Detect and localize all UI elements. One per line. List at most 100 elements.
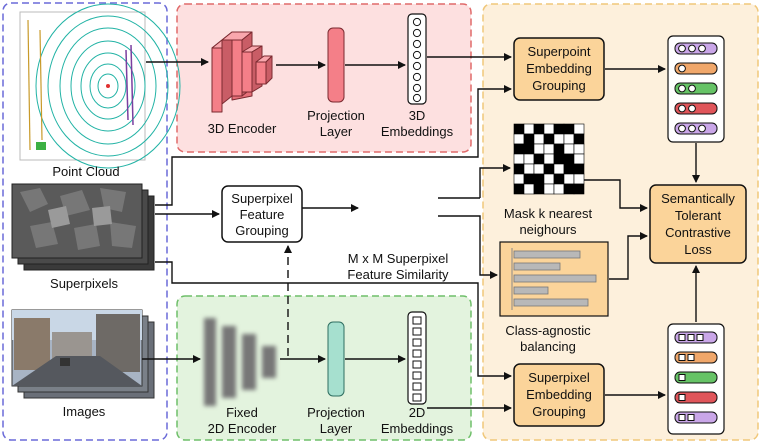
- 3d-projection-layer: [327, 27, 345, 103]
- images-label: Images: [63, 404, 106, 419]
- mask-cell: [553, 143, 565, 155]
- mask-label-line1: Mask k nearest: [504, 206, 593, 221]
- loss-line1: Semantically: [661, 191, 735, 206]
- point-cloud-label: Point Cloud: [52, 164, 119, 179]
- superpixels-label: Superpixels: [50, 276, 118, 291]
- 3d-embeddings-label-line1: 3D: [409, 108, 426, 123]
- mask-cell: [533, 153, 545, 165]
- superpixel-feature-grouping-line2: Feature: [240, 207, 285, 222]
- mask-cell: [523, 153, 535, 165]
- superpoint-embedding-grouping-box: [513, 37, 605, 101]
- mask-cell: [533, 143, 545, 155]
- 2d-branch-panel: [176, 295, 472, 441]
- superpixel-feature-grouping-line3: Grouping: [235, 223, 288, 238]
- mask-cell: [523, 143, 535, 155]
- 2d-embeddings-label-line2: Embeddings: [381, 421, 454, 436]
- mask-cell: [563, 153, 575, 165]
- mask-cell: [513, 173, 525, 185]
- 3d-encoder-icon: [211, 31, 273, 113]
- 3d-embeddings-label-line2: Embeddings: [381, 124, 454, 139]
- superpixel-emb-grouping-line2: Embedding: [526, 387, 592, 402]
- mask-cell: [563, 163, 575, 175]
- 2d-projection-layer: [327, 321, 345, 397]
- mask-cell: [533, 173, 545, 185]
- 2d-encoder-icon: [204, 318, 276, 406]
- loss-line3: Contrastive: [665, 225, 731, 240]
- superpixel-emb-grouping-line3: Grouping: [532, 404, 585, 419]
- 3d-encoder-label: 3D Encoder: [208, 121, 277, 136]
- mask-cell: [553, 173, 565, 185]
- mask-cell: [513, 153, 525, 165]
- mask-cell: [533, 183, 545, 195]
- superpoint-embeddings-card: [667, 35, 725, 143]
- superpixel-emb-grouping-line1: Superpixel: [528, 370, 590, 385]
- mask-label-line2: neighours: [519, 222, 577, 237]
- mask-cell: [543, 163, 555, 175]
- mask-cell: [513, 143, 525, 155]
- 2d-embeddings-label-line1: 2D: [409, 405, 426, 420]
- 2d-encoder-label-line1: Fixed: [226, 405, 258, 420]
- loss-line2: Tolerant: [675, 208, 722, 223]
- mask-cell: [553, 123, 565, 135]
- 3d-projection-label-line2: Layer: [320, 124, 353, 139]
- balancing-chart: [499, 241, 609, 317]
- similarity-label-line1: M x M Superpixel: [348, 251, 449, 266]
- superpoint-grouping-line1: Superpoint: [528, 44, 591, 59]
- superpixels-image: [11, 183, 155, 271]
- mask-cell: [563, 183, 575, 195]
- superpixel-feature-grouping-box: [221, 185, 303, 243]
- superpixel-feature-grouping-line1: Superpixel: [231, 191, 293, 206]
- mask-cell: [553, 153, 565, 165]
- superpoint-grouping-line3: Grouping: [532, 78, 585, 93]
- similarity-label-line2: Feature Similarity: [347, 267, 449, 282]
- superpixel-embedding-grouping-box: [513, 363, 605, 427]
- mask-cell: [573, 133, 585, 145]
- mask-cell: [543, 123, 555, 135]
- mask-cell: [533, 133, 545, 145]
- balancing-label-line2: balancing: [520, 339, 576, 354]
- mask-cell: [523, 183, 535, 195]
- mask-cell: [533, 123, 545, 135]
- mask-cell: [573, 123, 585, 135]
- mask-cell: [533, 163, 545, 175]
- images-image: [11, 309, 155, 399]
- balancing-label-line1: Class-agnostic: [505, 323, 591, 338]
- mask-cell: [563, 133, 575, 145]
- mask-cell: [563, 143, 575, 155]
- mask-cell: [543, 133, 555, 145]
- loss-line4: Loss: [684, 242, 712, 257]
- mask-cell: [543, 173, 555, 185]
- mask-cell: [573, 163, 585, 175]
- mask-cell: [513, 123, 525, 135]
- superpoint-grouping-line2: Embedding: [526, 61, 592, 76]
- mask-cell: [563, 123, 575, 135]
- superpixel-embeddings-card: [667, 323, 725, 435]
- mask-cell: [523, 173, 535, 185]
- 2d-encoder-label-line2: 2D Encoder: [208, 421, 277, 436]
- mask-cell: [553, 163, 565, 175]
- mask-cell: [543, 143, 555, 155]
- 3d-embeddings-vector: [407, 13, 427, 105]
- loss-box: [649, 184, 747, 264]
- mask-cell: [513, 133, 525, 145]
- mask-cell: [523, 123, 535, 135]
- mask-cell: [553, 183, 565, 195]
- mask-cell: [573, 183, 585, 195]
- mask-grid: [513, 123, 585, 195]
- connectors: [142, 53, 700, 412]
- mask-cell: [573, 143, 585, 155]
- mask-cell: [573, 153, 585, 165]
- mask-cell: [573, 173, 585, 185]
- mask-cell: [523, 133, 535, 145]
- 2d-embeddings-vector: [407, 311, 427, 405]
- mask-cell: [543, 183, 555, 195]
- 2d-projection-label-line1: Projection: [307, 405, 365, 420]
- point-cloud-image: [19, 3, 181, 169]
- mask-cell: [523, 163, 535, 175]
- 2d-projection-label-line2: Layer: [320, 421, 353, 436]
- mask-cell: [563, 173, 575, 185]
- mask-cell: [543, 153, 555, 165]
- mask-cell: [513, 183, 525, 195]
- mask-cell: [513, 163, 525, 175]
